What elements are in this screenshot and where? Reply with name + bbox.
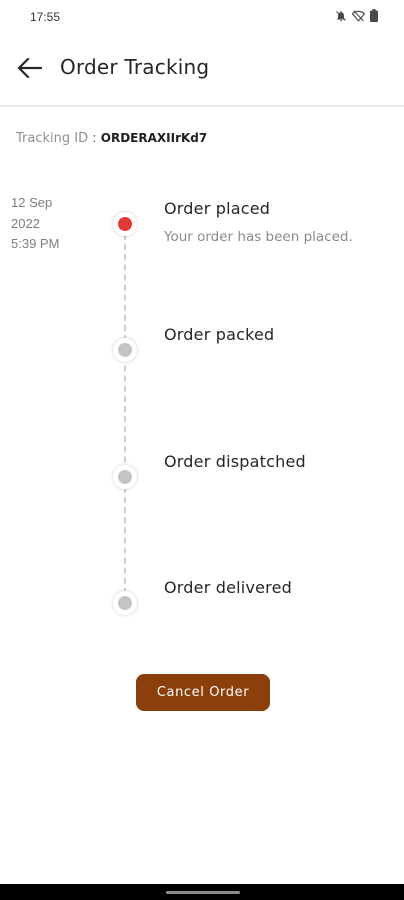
step-date-year: 2022 bbox=[11, 215, 40, 231]
tracking-id-value: ORDERAXIIrKd7 bbox=[100, 131, 208, 145]
arrow-left-icon bbox=[17, 57, 43, 82]
step-date: 12 Sep 2022 5:39 PM bbox=[11, 193, 81, 255]
step-date-time: 5:39 PM bbox=[11, 236, 60, 251]
tracking-id-row: Tracking ID : ORDERAXIIrKd7 bbox=[16, 131, 207, 146]
back-button[interactable] bbox=[14, 56, 46, 84]
cancel-order-button[interactable]: Cancel Order bbox=[136, 674, 270, 711]
wifi-off-icon bbox=[352, 9, 365, 22]
step-dispatched-title: Order dispatched bbox=[164, 452, 306, 471]
step-date-day: 12 Sep bbox=[11, 195, 53, 210]
status-time: 17:55 bbox=[30, 10, 61, 24]
tracking-id-separator: : bbox=[88, 131, 101, 146]
step-dot-pending bbox=[118, 470, 132, 484]
step-placed-indicator bbox=[113, 212, 137, 236]
app-bar: Order Tracking bbox=[0, 36, 404, 106]
app-bar-divider bbox=[0, 105, 404, 107]
step-dispatched-indicator bbox=[113, 465, 137, 489]
page-title: Order Tracking bbox=[60, 55, 210, 79]
step-dot-active bbox=[118, 217, 132, 231]
step-placed-description: Your order has been placed. bbox=[164, 229, 353, 245]
step-placed-title: Order placed bbox=[164, 199, 271, 218]
step-packed-title: Order packed bbox=[164, 325, 275, 344]
timeline-connector bbox=[124, 234, 126, 594]
tracking-id-label: Tracking ID bbox=[16, 131, 89, 146]
status-bar: 17:55 bbox=[0, 0, 404, 36]
battery-icon bbox=[370, 9, 378, 22]
step-delivered-title: Order delivered bbox=[164, 578, 292, 597]
step-dot-pending bbox=[118, 343, 132, 357]
step-packed-indicator bbox=[113, 338, 137, 362]
system-nav-bar bbox=[0, 884, 404, 900]
home-gesture-handle[interactable] bbox=[166, 891, 240, 894]
notifications-off-icon bbox=[335, 10, 347, 22]
step-dot-pending bbox=[118, 596, 132, 610]
status-icons bbox=[335, 9, 378, 22]
step-delivered-indicator bbox=[113, 591, 137, 615]
